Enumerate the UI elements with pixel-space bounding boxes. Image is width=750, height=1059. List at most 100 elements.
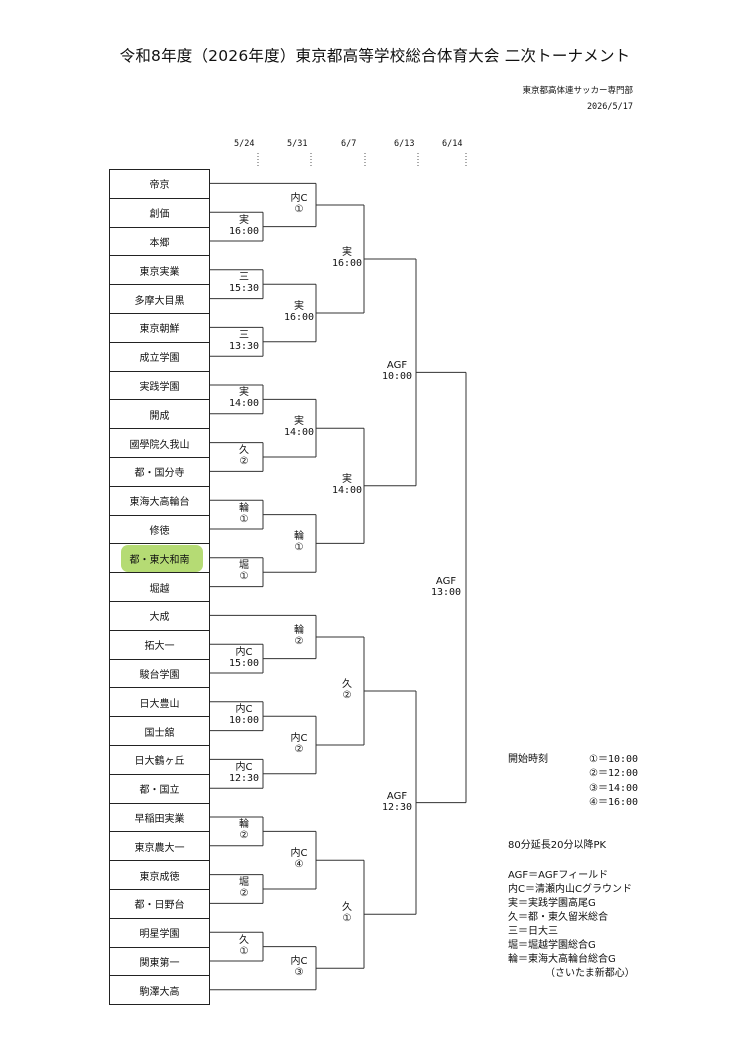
match-venue: AGF [386, 360, 408, 372]
venue-takanawadai: 輪＝東海大高輪台総合G [508, 954, 616, 965]
match-time: ① [342, 913, 352, 925]
team-name: 修徳 [149, 525, 170, 537]
team-box: 都・国立 [109, 773, 210, 803]
match-venue: 輪 [294, 625, 304, 636]
match-venue: 輪 [239, 819, 249, 831]
team-name: 日大鶴ヶ丘 [134, 756, 185, 768]
team-name: 駒澤大高 [139, 986, 180, 998]
match-venue: 実 [293, 416, 304, 428]
team-name: 東京成徳 [139, 871, 180, 883]
team-box: 拓大一 [109, 629, 210, 659]
match-venue: 内C [290, 956, 308, 968]
match-time: 10:00 [381, 371, 413, 383]
venue-takanawadai-note: （さいたま新都心） [545, 968, 635, 979]
match-venue: AGF [435, 575, 457, 587]
team-box: 駿台学園 [109, 658, 210, 688]
team-name: 都・東大和南 [129, 554, 190, 566]
team-name: 明星学園 [139, 929, 180, 941]
start-time-3: ③＝14:00 [589, 783, 639, 794]
match-venue: 久 [239, 445, 249, 456]
venue-jissen: 実＝実践学園高尾G [508, 898, 596, 909]
match-time: ③ [294, 967, 304, 979]
venue-uchi: 内C＝清瀬内山Cグラウンド [508, 884, 632, 895]
start-time-2: ②＝12:00 [589, 768, 639, 779]
match-time: 12:30 [381, 801, 413, 813]
match-time: ① [294, 204, 304, 215]
match-rule: 80分延長20分以降PK [508, 840, 607, 851]
match-time: ① [294, 542, 304, 554]
team-name: 創価 [149, 209, 170, 221]
venue-kurume: 久＝都・東久留米総合 [508, 912, 608, 923]
match-time: ② [294, 744, 304, 755]
team-box: 東海大高輪台 [109, 485, 210, 515]
match-venue: 実 [293, 301, 304, 312]
team-name: 成立学園 [139, 353, 180, 365]
team-box: 多摩大目黒 [109, 284, 210, 313]
team-name: 多摩大目黒 [134, 295, 185, 307]
team-box: 修徳 [109, 514, 210, 544]
match-venue: 三 [238, 329, 249, 341]
round-date: 6/13 [394, 139, 415, 149]
match-venue: 内C [235, 646, 253, 658]
team-name: 実践学園 [139, 381, 180, 393]
team-name: 堀越 [149, 583, 170, 595]
match-time: ① [239, 513, 249, 525]
team-box: 東京農大一 [109, 831, 210, 861]
team-name: 大成 [149, 612, 170, 624]
issue-date: 2026/5/17 [586, 102, 633, 112]
team-name: 早稲田実業 [134, 813, 185, 825]
match-time: 14:00 [331, 484, 363, 496]
team-box: 帝京 [109, 169, 210, 198]
match-venue: 久 [239, 934, 249, 946]
match-venue: 久 [342, 679, 352, 690]
team-box: 都・東大和南 [109, 543, 210, 573]
team-box: 堀越 [109, 572, 210, 601]
match-venue: 堀 [239, 877, 249, 888]
team-box: 明星学園 [109, 917, 210, 947]
team-box: 早稲田実業 [109, 802, 210, 832]
team-box: 駒澤大高 [109, 975, 210, 1006]
match-time: ② [239, 830, 249, 842]
highlighter-mark [121, 545, 203, 573]
team-name: 本郷 [149, 237, 170, 249]
team-box: 国士舘 [109, 716, 210, 745]
team-name: 都・日野台 [134, 900, 185, 912]
match-time: ② [239, 456, 249, 467]
team-name: 日大豊山 [139, 698, 180, 710]
match-venue: 三 [238, 272, 249, 284]
team-name: 東京朝鮮 [139, 324, 180, 336]
team-box: 本郷 [109, 226, 210, 256]
organizer-label: 東京都高体連サッカー専門部 [522, 86, 633, 96]
match-venue: AGF [386, 790, 408, 802]
team-box: 開成 [109, 399, 210, 429]
match-time: 14:00 [283, 427, 315, 439]
team-name: 東京実業 [139, 266, 180, 278]
team-name: 東京農大一 [134, 842, 185, 854]
team-name: 開成 [149, 410, 170, 422]
round-date: 5/31 [287, 139, 308, 149]
match-time: 10:00 [228, 715, 260, 727]
team-box: 東京実業 [109, 255, 210, 285]
team-box: 東京成徳 [109, 860, 210, 889]
round-date: 5/24 [234, 139, 255, 149]
match-venue: 久 [342, 902, 352, 914]
team-box: 日大豊山 [109, 687, 210, 717]
page-title: 令和8年度（2026年度）東京都高等学校総合体育大会 二次トーナメント [119, 47, 631, 65]
team-box: 日大鶴ヶ丘 [109, 745, 210, 774]
